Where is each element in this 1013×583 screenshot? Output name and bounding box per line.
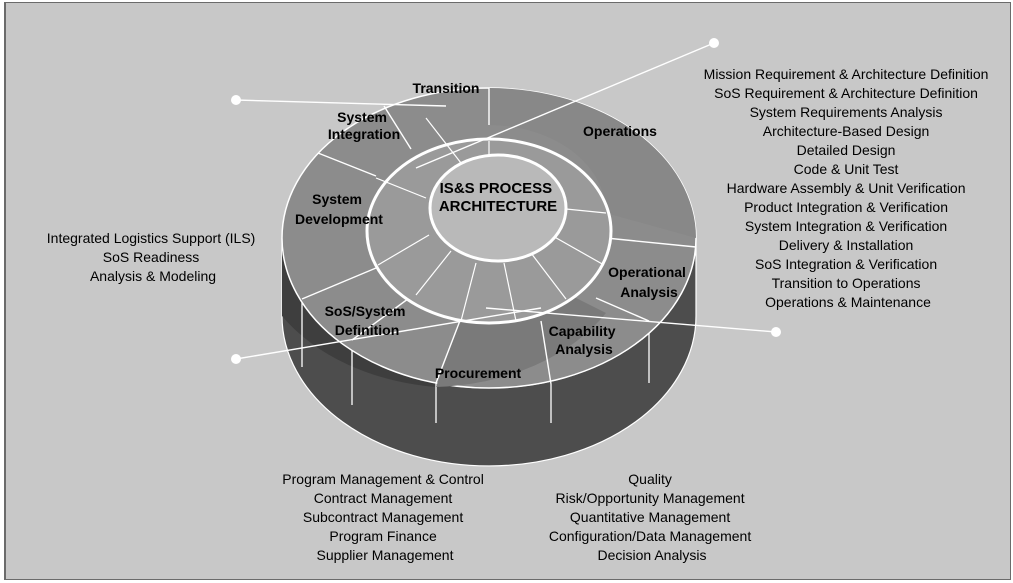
process-architecture-diagram: Transition System Integration Operations… (47, 38, 993, 563)
operations-segment (489, 88, 696, 238)
capability-procurement-band (436, 293, 606, 387)
segment-label-sos-system-definition: SoS/System Definition (325, 303, 410, 338)
callout-dot (231, 95, 241, 105)
process-list-bottom-left: Program Management & Control Contract Ma… (282, 471, 487, 563)
callout-dots (231, 38, 781, 364)
segment-label-operational-analysis: Operational Analysis (608, 264, 690, 300)
segment-label-procurement: Procurement (435, 365, 522, 381)
callout-dot (771, 327, 781, 337)
inner-disc (428, 153, 568, 263)
callout-lines (235, 42, 777, 360)
center-label: IS&S PROCESS ARCHITECTURE (439, 180, 557, 215)
callout-dot (709, 38, 719, 48)
diagram-frame: Transition System Integration Operations… (4, 2, 1011, 580)
segment-label-system-development: System Development (295, 191, 383, 227)
callout-dot (231, 354, 241, 364)
segment-label-system-integration: System Integration (328, 109, 400, 142)
process-list-left: Integrated Logistics Support (ILS) SoS R… (47, 230, 259, 284)
process-list-right: Mission Requirement & Architecture Defin… (704, 66, 993, 310)
segment-label-capability-analysis: Capability Analysis (549, 323, 620, 357)
segment-label-operations: Operations (583, 123, 657, 139)
outer-dividers (301, 88, 697, 385)
process-list-bottom-right: Quality Risk/Opportunity Management Quan… (549, 471, 755, 563)
segment-label-transition: Transition (413, 80, 480, 96)
